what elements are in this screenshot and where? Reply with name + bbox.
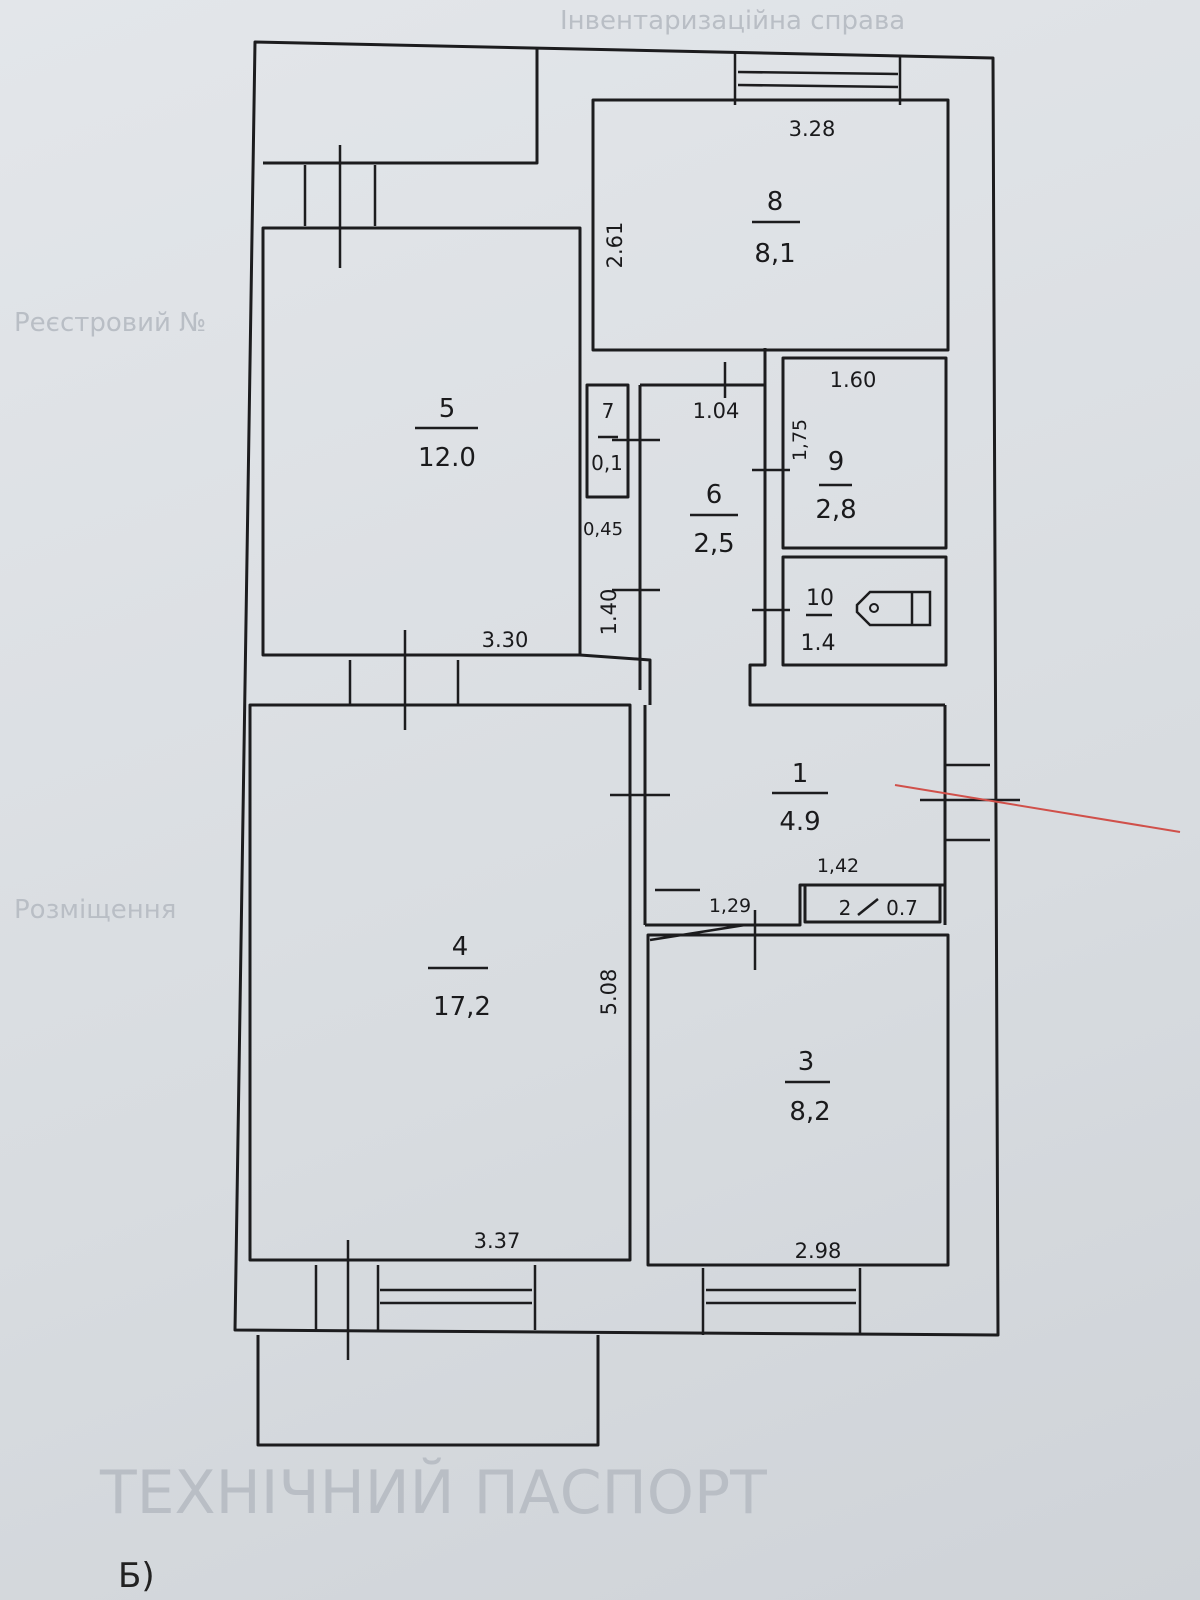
room-label-3: 38,2	[785, 1047, 831, 1127]
room-label-8: 88,1	[752, 187, 800, 269]
room-label-4: 417,2	[428, 932, 491, 1022]
svg-text:17,2: 17,2	[433, 992, 491, 1022]
room-4	[248, 703, 632, 1262]
window-top	[733, 52, 902, 105]
svg-text:8: 8	[767, 187, 784, 217]
svg-text:4.9: 4.9	[779, 807, 820, 837]
svg-text:12.0: 12.0	[418, 443, 476, 473]
dim-room3-width: 2.98	[795, 1239, 842, 1263]
svg-text:7: 7	[602, 399, 615, 423]
toilet-icon	[855, 590, 932, 627]
dim-room7-width: 0,45	[583, 519, 623, 540]
room-9	[781, 356, 948, 550]
dim-room5-depth: 1.40	[597, 589, 621, 636]
red-marker-line	[894, 784, 1181, 833]
dim-room4-width: 3.37	[474, 1229, 521, 1253]
room-label-6: 62,5	[690, 480, 738, 559]
svg-text:1: 1	[792, 759, 809, 789]
svg-text:3: 3	[798, 1047, 815, 1077]
room-8	[591, 98, 950, 352]
room-3	[646, 933, 950, 1267]
svg-text:2,8: 2,8	[815, 495, 856, 525]
svg-text:10: 10	[806, 586, 834, 611]
room-label-1: 14.9	[772, 759, 828, 837]
corner-mark: Б)	[118, 1556, 155, 1596]
svg-text:0,1: 0,1	[591, 451, 623, 475]
top-left-balcony-wall	[263, 48, 539, 165]
svg-text:9: 9	[828, 447, 845, 477]
dim-room8-depth: 2.61	[603, 222, 627, 269]
background-line-registry: Реєстровий №	[14, 308, 207, 338]
window-bottom-left	[314, 1240, 537, 1360]
window-bottom-right	[701, 1268, 862, 1335]
interior-walls	[579, 653, 945, 927]
dim-room2-width: 1,42	[817, 855, 859, 877]
svg-text:5: 5	[439, 394, 456, 424]
doors	[348, 362, 1020, 970]
room-5	[261, 226, 582, 657]
room-label-10: 101.4	[801, 586, 836, 656]
dim-room8-width: 3.28	[789, 117, 836, 141]
room-label-9: 92,8	[815, 447, 856, 525]
dim-room9-width: 1.60	[830, 368, 877, 392]
svg-text:1.4: 1.4	[801, 631, 836, 656]
room-6-corridor	[638, 348, 945, 707]
outer-wall	[233, 40, 1000, 1337]
balcony	[256, 1335, 600, 1447]
dim-room9-depth: 1,75	[789, 419, 811, 461]
dim-room5-width: 3.30	[482, 628, 529, 652]
room-1	[643, 705, 947, 925]
svg-text:4: 4	[452, 932, 469, 962]
room-label-7: 70,1	[591, 399, 623, 475]
background-line-inventory: Інвентаризаційна справа	[560, 6, 906, 36]
dim-room6-width: 1.04	[693, 399, 740, 423]
svg-text:8,2: 8,2	[789, 1097, 830, 1127]
svg-text:2,5: 2,5	[693, 529, 734, 559]
background-title: ТЕХНІЧНИЙ ПАСПОРТ	[100, 1458, 767, 1528]
room-label-5: 512.0	[415, 394, 478, 473]
dim-room4-depth: 5.08	[597, 969, 621, 1016]
svg-text:8,1: 8,1	[754, 239, 795, 269]
balcony-door	[303, 145, 377, 268]
background-line-location: Розміщення	[14, 895, 177, 925]
svg-text:2: 2	[839, 896, 852, 920]
svg-text:6: 6	[706, 480, 723, 510]
svg-text:0.7: 0.7	[886, 896, 918, 920]
dim-corridor-width: 1,29	[709, 895, 751, 917]
